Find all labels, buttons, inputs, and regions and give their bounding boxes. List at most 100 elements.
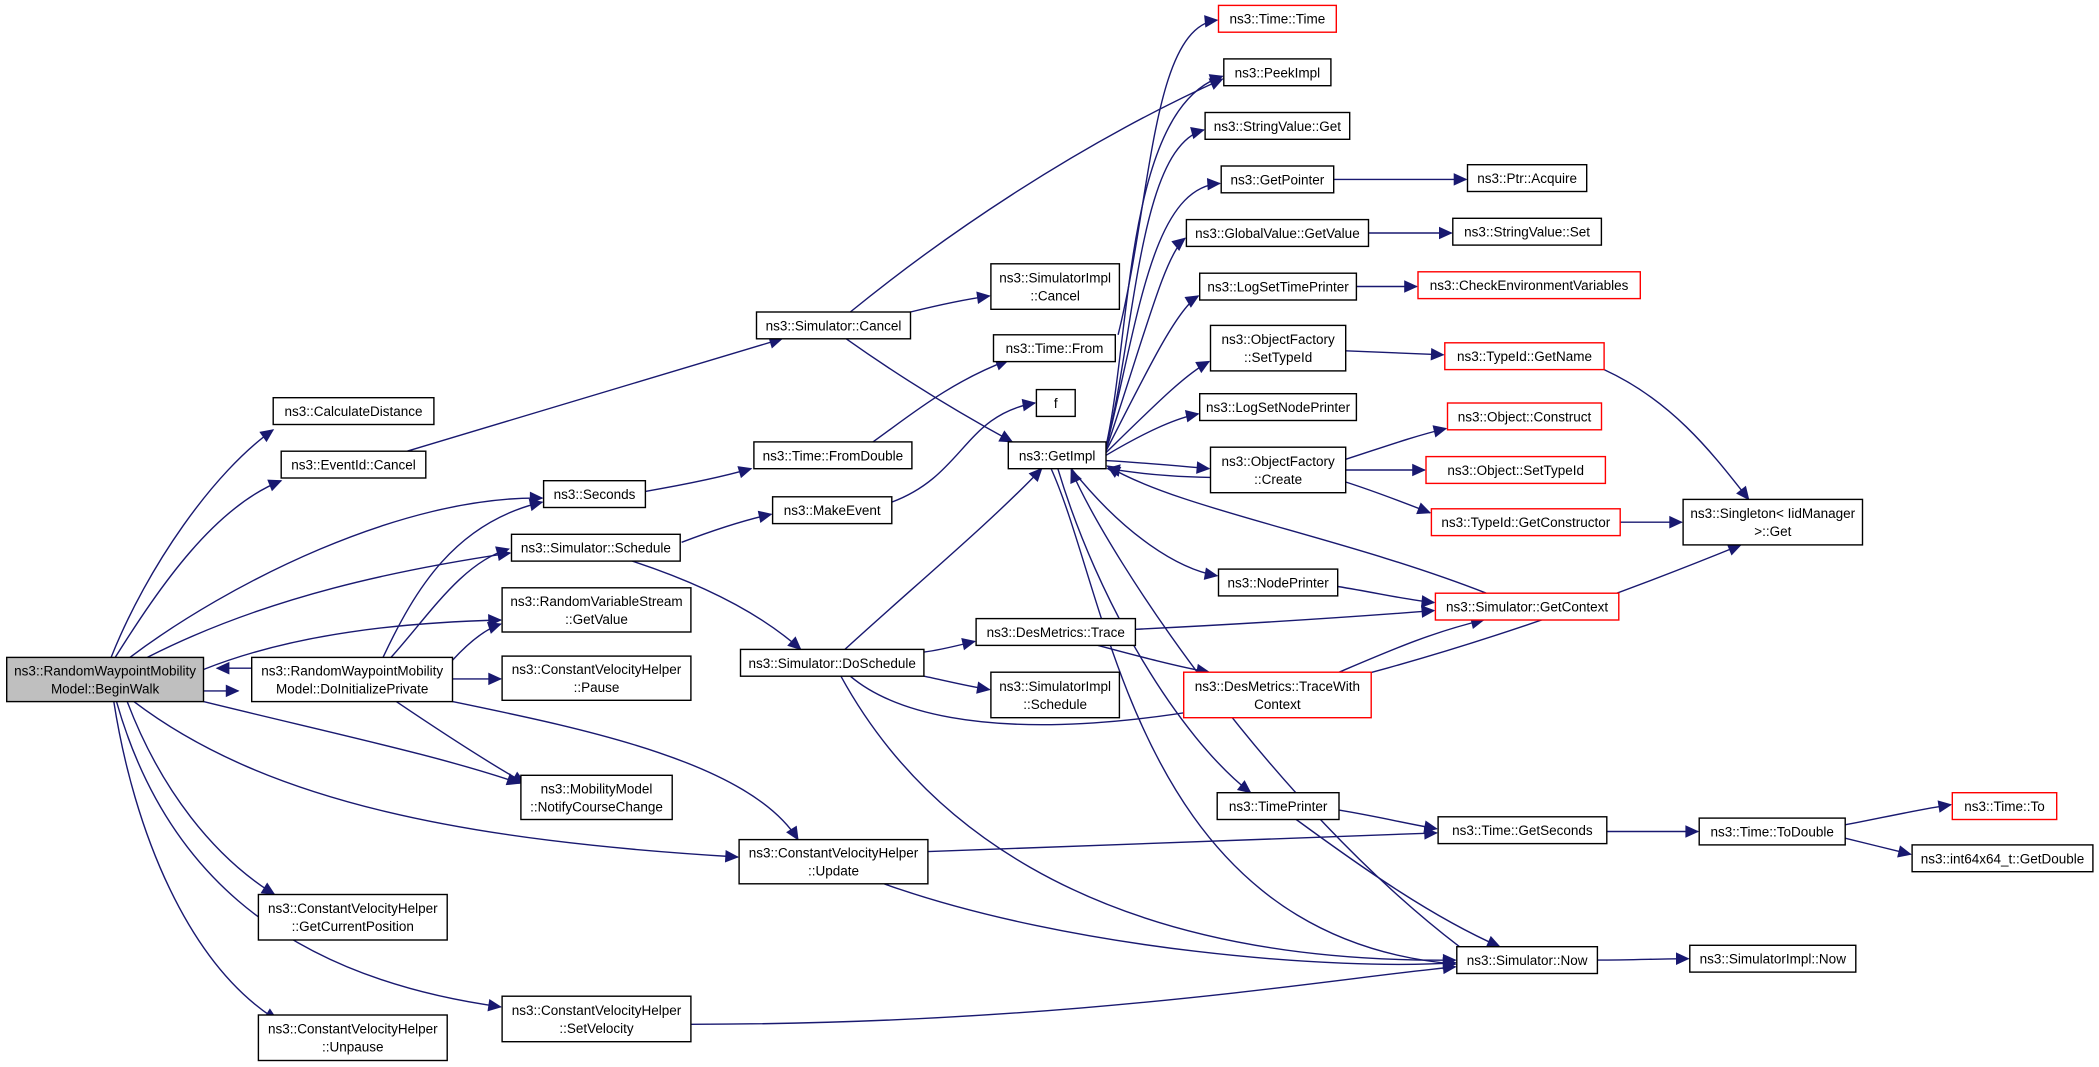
node-f[interactable]: f (1035, 388, 1076, 418)
node-typeidgetname[interactable]: ns3::TypeId::GetName (1444, 342, 1605, 371)
node-nodeprinter[interactable]: ns3::NodePrinter (1217, 568, 1339, 597)
node-timeprinter[interactable]: ns3::TimePrinter (1216, 792, 1340, 821)
node-cvhgetpos[interactable]: ns3::ConstantVelocityHelper::GetCurrentP… (257, 893, 448, 941)
node-simnow[interactable]: ns3::Simulator::Now (1456, 946, 1599, 975)
node-logsetnode[interactable]: ns3::LogSetNodePrinter (1198, 393, 1358, 422)
node-strvalset[interactable]: ns3::StringValue::Set (1452, 217, 1603, 246)
node-cvhupdate[interactable]: ns3::ConstantVelocityHelper::Update (738, 838, 929, 885)
edge-line (1597, 958, 1689, 961)
edge-root-to-cvhgetpos (126, 701, 276, 896)
node-label: ns3::ConstantVelocityHelper (749, 846, 919, 861)
node-cvhunpause[interactable]: ns3::ConstantVelocityHelper::Unpause (257, 1014, 448, 1062)
node-box (501, 995, 692, 1043)
node-label: >::Get (1754, 524, 1791, 539)
edge-ofcreate-to-objsettypeid (1345, 463, 1426, 477)
node-simimplnow[interactable]: ns3::SimulatorImpl::Now (1689, 944, 1857, 973)
node-cvhsetvel[interactable]: ns3::ConstantVelocityHelper::SetVelocity (501, 995, 692, 1043)
node-evcancel[interactable]: ns3::EventId::Cancel (280, 450, 427, 479)
node-timefrom[interactable]: ns3::Time::From (992, 334, 1117, 363)
edge-getimpl-to-nodeprinter (1070, 468, 1219, 580)
node-getimpl[interactable]: ns3::GetImpl (1007, 441, 1107, 470)
edge-line (1105, 413, 1199, 456)
edge-line (126, 701, 275, 896)
node-box (755, 311, 912, 340)
edge-line (406, 338, 783, 452)
node-label: ns3::MobilityModel (541, 781, 653, 796)
node-label: ns3::Simulator::Now (1467, 953, 1588, 968)
node-destrace[interactable]: ns3::DesMetrics::Trace (975, 617, 1137, 647)
node-label: ns3::Time::FromDouble (763, 448, 904, 463)
arrowhead (495, 546, 510, 559)
node-ofsettypeid[interactable]: ns3::ObjectFactory::SetTypeId (1209, 324, 1347, 372)
node-label: ::GetValue (565, 612, 628, 627)
edge-simdoschedule-to-simnow (840, 675, 1457, 967)
arrowhead (1937, 800, 1953, 813)
node-box (510, 533, 681, 562)
node-rvsget[interactable]: ns3::RandomVariableStream::GetValue (501, 587, 692, 633)
node-logsettime[interactable]: ns3::LogSetTimePrinter (1198, 272, 1358, 301)
node-box (1444, 342, 1605, 371)
node-strvalget[interactable]: ns3::StringValue::Get (1204, 111, 1351, 140)
node-box (1182, 671, 1372, 719)
node-calcdist[interactable]: ns3::CalculateDistance (272, 397, 435, 426)
edge-typeidgetname-to-singleton (1603, 368, 1750, 501)
node-simdoschedule[interactable]: ns3::Simulator::DoSchedule (739, 648, 925, 677)
node-timegetsec[interactable]: ns3::Time::GetSeconds (1437, 816, 1608, 845)
node-makeevent[interactable]: ns3::MakeEvent (771, 496, 893, 525)
arrowhead (1453, 173, 1468, 186)
node-simschedule[interactable]: ns3::Simulator::Schedule (510, 533, 681, 562)
edge-line (1135, 609, 1435, 630)
node-gvgetvalue[interactable]: ns3::GlobalValue::GetValue (1185, 218, 1370, 248)
node-ptracquire[interactable]: ns3::Ptr::Acquire (1466, 163, 1588, 193)
node-simimplschedule[interactable]: ns3::SimulatorImpl::Schedule (990, 671, 1121, 719)
arrowhead (1206, 177, 1222, 191)
arrowhead (976, 681, 991, 694)
edge-root-to-simschedule (146, 548, 512, 659)
arrowhead (1439, 226, 1453, 240)
node-box (501, 655, 692, 701)
node-label: ns3::Object::SetTypeId (1447, 463, 1584, 478)
edge-getpointer-to-ptracquire (1333, 173, 1468, 186)
node-seconds[interactable]: ns3::Seconds (542, 480, 647, 509)
edge-line (390, 548, 509, 658)
node-mmnotify[interactable]: ns3::MobilityModel::NotifyCourseChange (520, 774, 673, 821)
node-objsettypeid[interactable]: ns3::Object::SetTypeId (1425, 455, 1607, 485)
edge-ofcreate-to-typeidgetctor (1345, 481, 1432, 515)
node-timetime[interactable]: ns3::Time::Time (1217, 4, 1338, 33)
node-simcancel[interactable]: ns3::Simulator::Cancel (755, 311, 912, 340)
node-getpointer[interactable]: ns3::GetPointer (1220, 165, 1335, 194)
node-simimplcancel[interactable]: ns3::SimulatorImpl::Cancel (990, 263, 1121, 310)
node-timefromdouble[interactable]: ns3::Time::FromDouble (753, 441, 913, 470)
node-simgetctx[interactable]: ns3::Simulator::GetContext (1434, 592, 1620, 621)
edge-line (849, 544, 1741, 726)
node-label: ns3::ObjectFactory (1221, 454, 1335, 469)
node-checkenv[interactable]: ns3::CheckEnvironmentVariables (1417, 271, 1642, 300)
edge-line (1107, 465, 1487, 594)
edge-getimpl-to-getpointer (1105, 177, 1222, 449)
edge-getimpl-to-ofcreate (1105, 459, 1211, 474)
node-label: ns3::Seconds (554, 487, 636, 502)
node-timeto[interactable]: ns3::Time::To (1951, 792, 2058, 821)
edge-line (631, 560, 802, 650)
node-timetodouble[interactable]: ns3::Time::ToDouble (1698, 817, 1846, 846)
node-peekimpl[interactable]: ns3::PeekImpl (1223, 58, 1332, 87)
node-label: ns3::GetImpl (1019, 448, 1096, 463)
edge-simdoschedule-to-destrace (923, 638, 976, 653)
node-singleton[interactable]: ns3::Singleton< IidManager>::Get (1682, 498, 1864, 546)
node-objconstruct[interactable]: ns3::Object::Construct (1446, 402, 1603, 431)
node-int64getdouble[interactable]: ns3::int64x64_t::GetDouble (1911, 844, 2094, 873)
edge-line (1105, 182, 1220, 449)
arrowhead (1669, 515, 1684, 529)
edge-simgetctx-to-getimpl (1106, 465, 1487, 594)
node-root[interactable]: ns3::RandomWaypointMobilityModel::BeginW… (5, 656, 205, 703)
edge-timetodouble-to-int64getdouble (1844, 837, 1912, 858)
node-typeidgetctor[interactable]: ns3::TypeId::GetConstructor (1430, 508, 1621, 537)
node-ofcreate[interactable]: ns3::ObjectFactory::Create (1209, 446, 1347, 494)
node-label: ns3::SimulatorImpl::Now (1700, 952, 1847, 967)
node-label: ns3::SimulatorImpl (999, 679, 1111, 694)
edge-simcancel-to-simimplcancel (910, 291, 991, 313)
node-cvhpause[interactable]: ns3::ConstantVelocityHelper::Pause (501, 655, 692, 701)
node-doinit[interactable]: ns3::RandomWaypointMobilityModel::DoInit… (250, 656, 454, 703)
edge-line (382, 501, 543, 658)
